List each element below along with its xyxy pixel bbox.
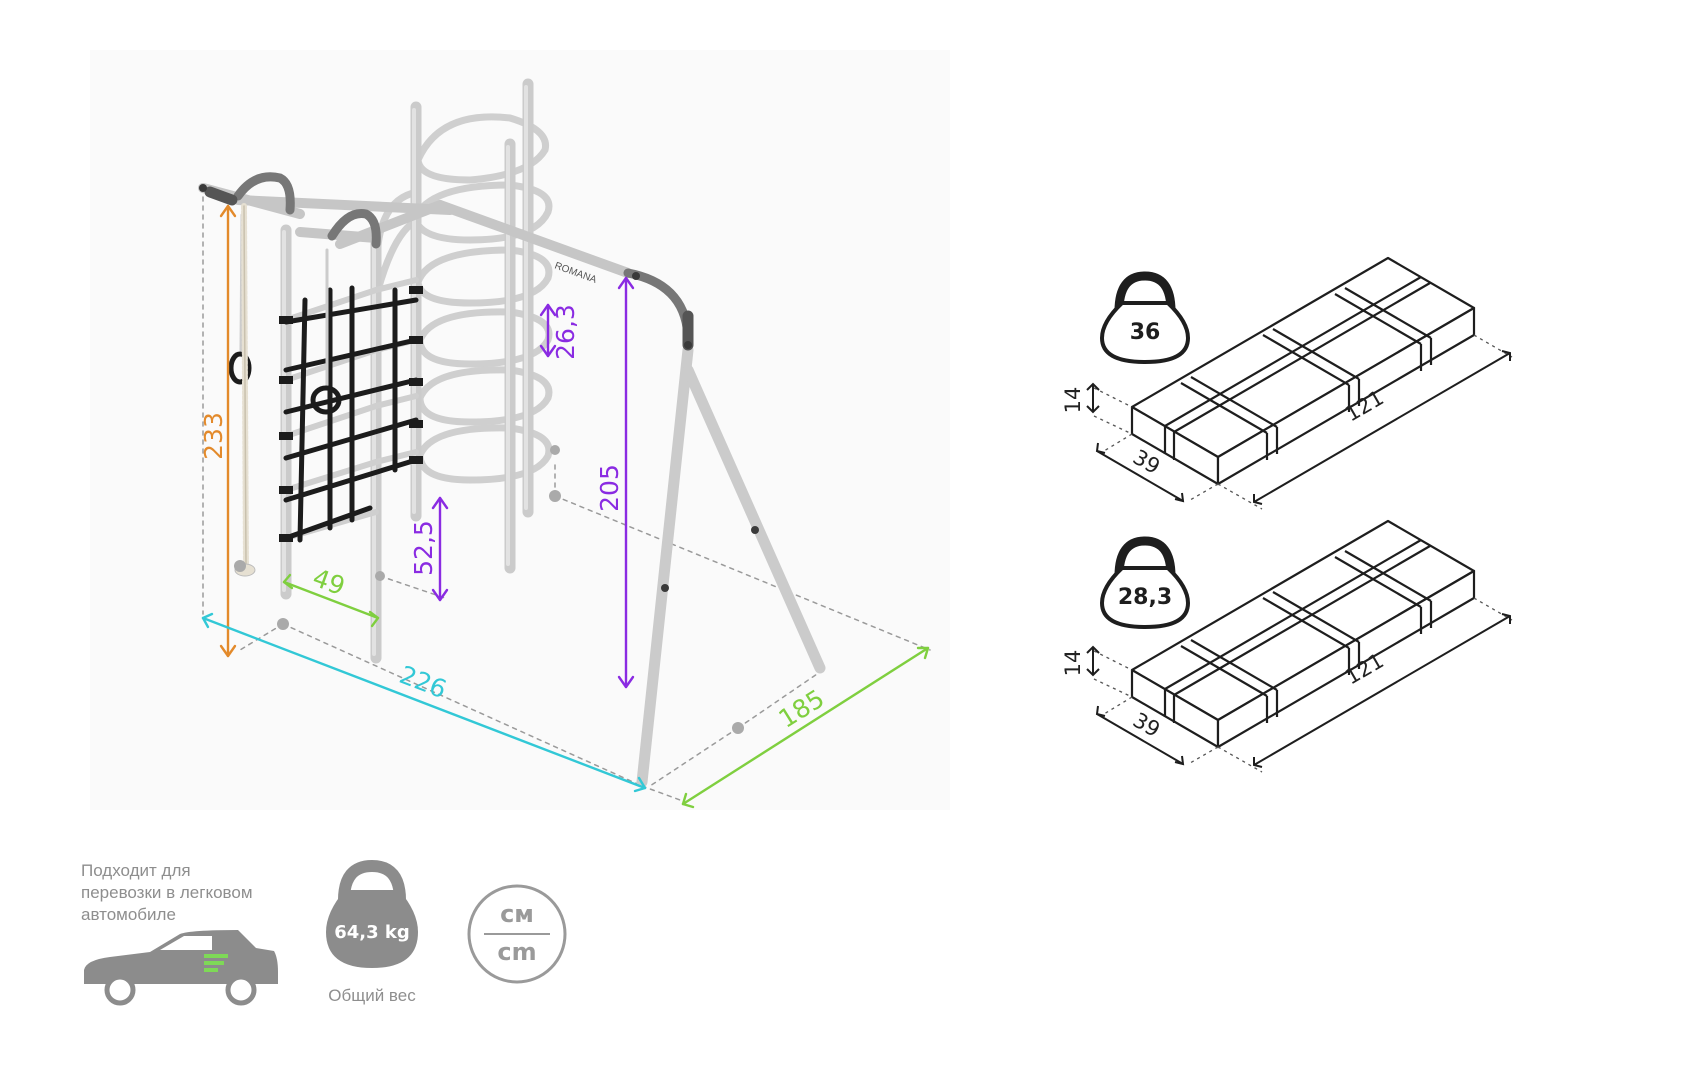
- kettlebell-icon: 64,3 kg: [326, 859, 418, 968]
- units-circle: [467, 884, 567, 984]
- label-ring-base: 52,5: [409, 520, 438, 576]
- package-1-arrows: [1086, 350, 1511, 505]
- package-1-weight: 36: [1130, 320, 1161, 345]
- total-weight: 64,3 kg Общий вес: [326, 859, 418, 1005]
- kettlebell-icon: 36: [1099, 271, 1191, 365]
- car-icon: [84, 930, 278, 1006]
- transport-note-line-1: Подходит для: [81, 861, 191, 880]
- dim-crossbar-height: [617, 276, 635, 689]
- package-2-height: 14: [1061, 650, 1085, 677]
- unit-top: см: [500, 900, 534, 928]
- transport-note-line-3: автомобиле: [81, 905, 176, 924]
- kettlebell-icon: 28,3: [1099, 536, 1191, 630]
- package-2-guides: [1093, 597, 1513, 773]
- climbing-rope: [234, 203, 256, 577]
- package-1-height: 14: [1061, 387, 1085, 414]
- handle-grips: [204, 186, 694, 351]
- ground-guides: [202, 187, 931, 801]
- dim-rung-gap: [539, 303, 557, 358]
- frame-joints: [199, 184, 759, 592]
- transport-info: Подходит для перевозки в легковом автомо…: [81, 861, 278, 1006]
- package-1-guides: [1093, 334, 1513, 510]
- units-badge: см cm: [467, 884, 567, 984]
- dim-ring-base: [431, 496, 449, 602]
- package-2: 28,3: [1061, 519, 1513, 773]
- package-1: 36: [1061, 256, 1513, 510]
- climbing-frame: ROMANA: [198, 78, 931, 801]
- dim-ladder-width: [282, 573, 380, 628]
- package-box-icon: [1130, 256, 1476, 486]
- ground-dots: [234, 445, 744, 734]
- package-2-weight: 28,3: [1118, 585, 1172, 610]
- transport-note-line-2: перевозки в легковом: [81, 883, 253, 902]
- swing-frame: [636, 344, 826, 788]
- dim-depth: [681, 646, 930, 809]
- label-rung-gap: 26,3: [551, 304, 580, 360]
- dim-rope-height: [219, 204, 237, 658]
- total-weight-caption: Общий вес: [328, 986, 416, 1005]
- label-rope-height: 233: [199, 412, 228, 460]
- package-2-arrows: [1086, 613, 1511, 768]
- dim-length: [201, 612, 647, 793]
- net-clamps: [279, 286, 423, 542]
- total-weight-value: 64,3 kg: [334, 922, 410, 943]
- post-highlights: [282, 85, 528, 656]
- package-box-icon: [1130, 519, 1476, 749]
- dimension-lines: [201, 204, 930, 809]
- unit-bottom: cm: [497, 938, 536, 966]
- label-crossbar-height: 205: [595, 464, 624, 512]
